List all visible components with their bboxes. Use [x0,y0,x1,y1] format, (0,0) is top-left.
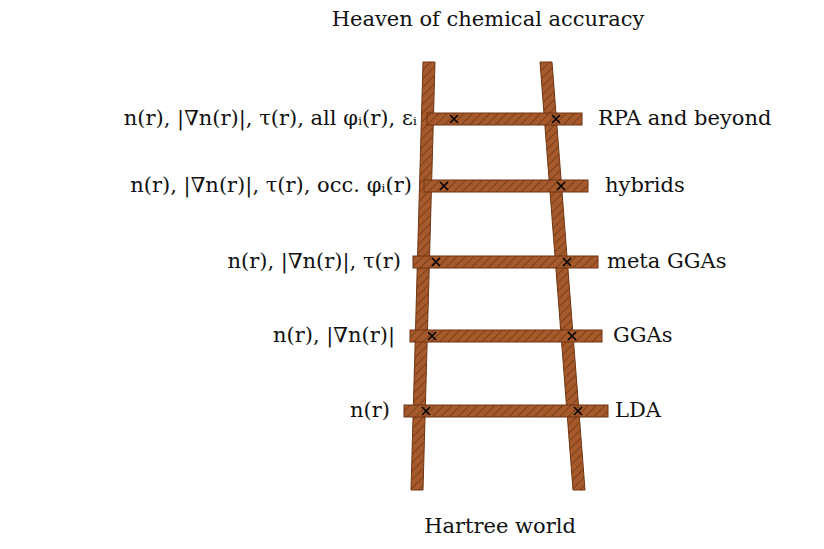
rung-name: hybrids [605,173,685,198]
rung-name: LDA [615,398,661,423]
bottom-heading: Hartree world [424,514,576,539]
ingredient-list: n(r), |∇n(r)|, τ(r), occ. φᵢ(r) [130,173,412,198]
ingredient-list: n(r), |∇n(r)| [273,323,395,348]
crossing-marks [422,115,582,415]
ladder-rungs [404,113,608,417]
rung-name: RPA and beyond [598,106,771,131]
rung-name: GGAs [613,323,673,348]
top-heading: Heaven of chemical accuracy [332,7,645,32]
ingredient-list: n(r), |∇n(r)|, τ(r), all φᵢ(r), εᵢ [124,106,417,131]
ingredient-list: n(r) [350,398,390,423]
rung-name: meta GGAs [607,249,726,274]
ladder-rails [411,62,585,490]
ingredient-list: n(r), |∇n(r)|, τ(r) [228,249,401,274]
